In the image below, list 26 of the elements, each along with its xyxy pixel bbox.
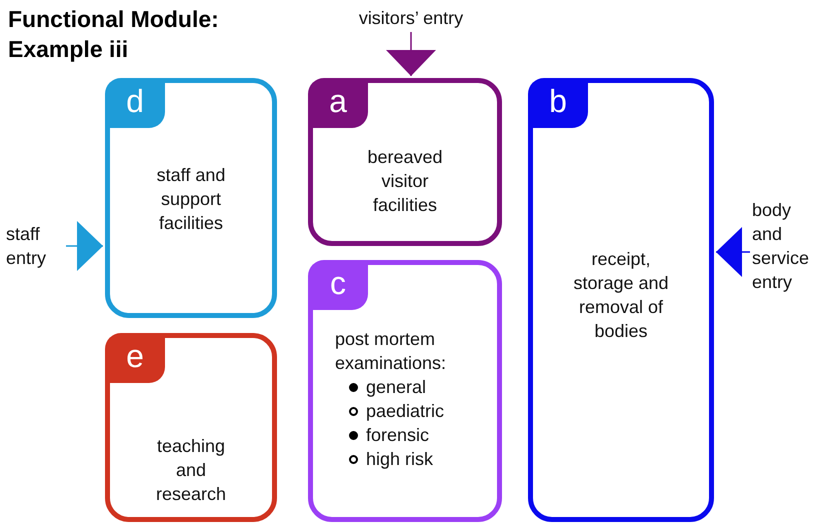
room-card xyxy=(528,78,714,522)
room-card xyxy=(105,78,277,318)
entry-arrow xyxy=(66,221,103,271)
entry-label: visitors’ entry xyxy=(336,6,486,30)
entry-arrow xyxy=(716,227,750,277)
entry-label: body and service entry xyxy=(752,198,822,294)
room-description: receipt, storage and removal of bodies xyxy=(572,248,670,343)
list-item: high risk xyxy=(366,448,434,471)
entry-label: staff entry xyxy=(6,222,64,270)
room-description: bereaved visitor facilities xyxy=(366,146,444,217)
list-item: forensic xyxy=(366,424,430,447)
room-description: teaching and research xyxy=(154,435,228,506)
letter-tab: c xyxy=(308,260,368,310)
letter-tab: b xyxy=(528,78,588,128)
room-card xyxy=(308,260,502,522)
room-card xyxy=(308,78,502,246)
list-item: paediatric xyxy=(366,400,444,423)
room-description: post mortem examinations: xyxy=(335,328,448,375)
letter-tab: a xyxy=(308,78,368,128)
title: Functional Module: Example iii xyxy=(8,5,220,64)
letter-tab: e xyxy=(105,333,165,383)
room-card xyxy=(105,333,277,522)
list-item: general xyxy=(366,376,426,399)
room-description: staff and support facilities xyxy=(156,164,226,235)
entry-arrow xyxy=(386,32,436,76)
letter-tab: d xyxy=(105,78,165,128)
